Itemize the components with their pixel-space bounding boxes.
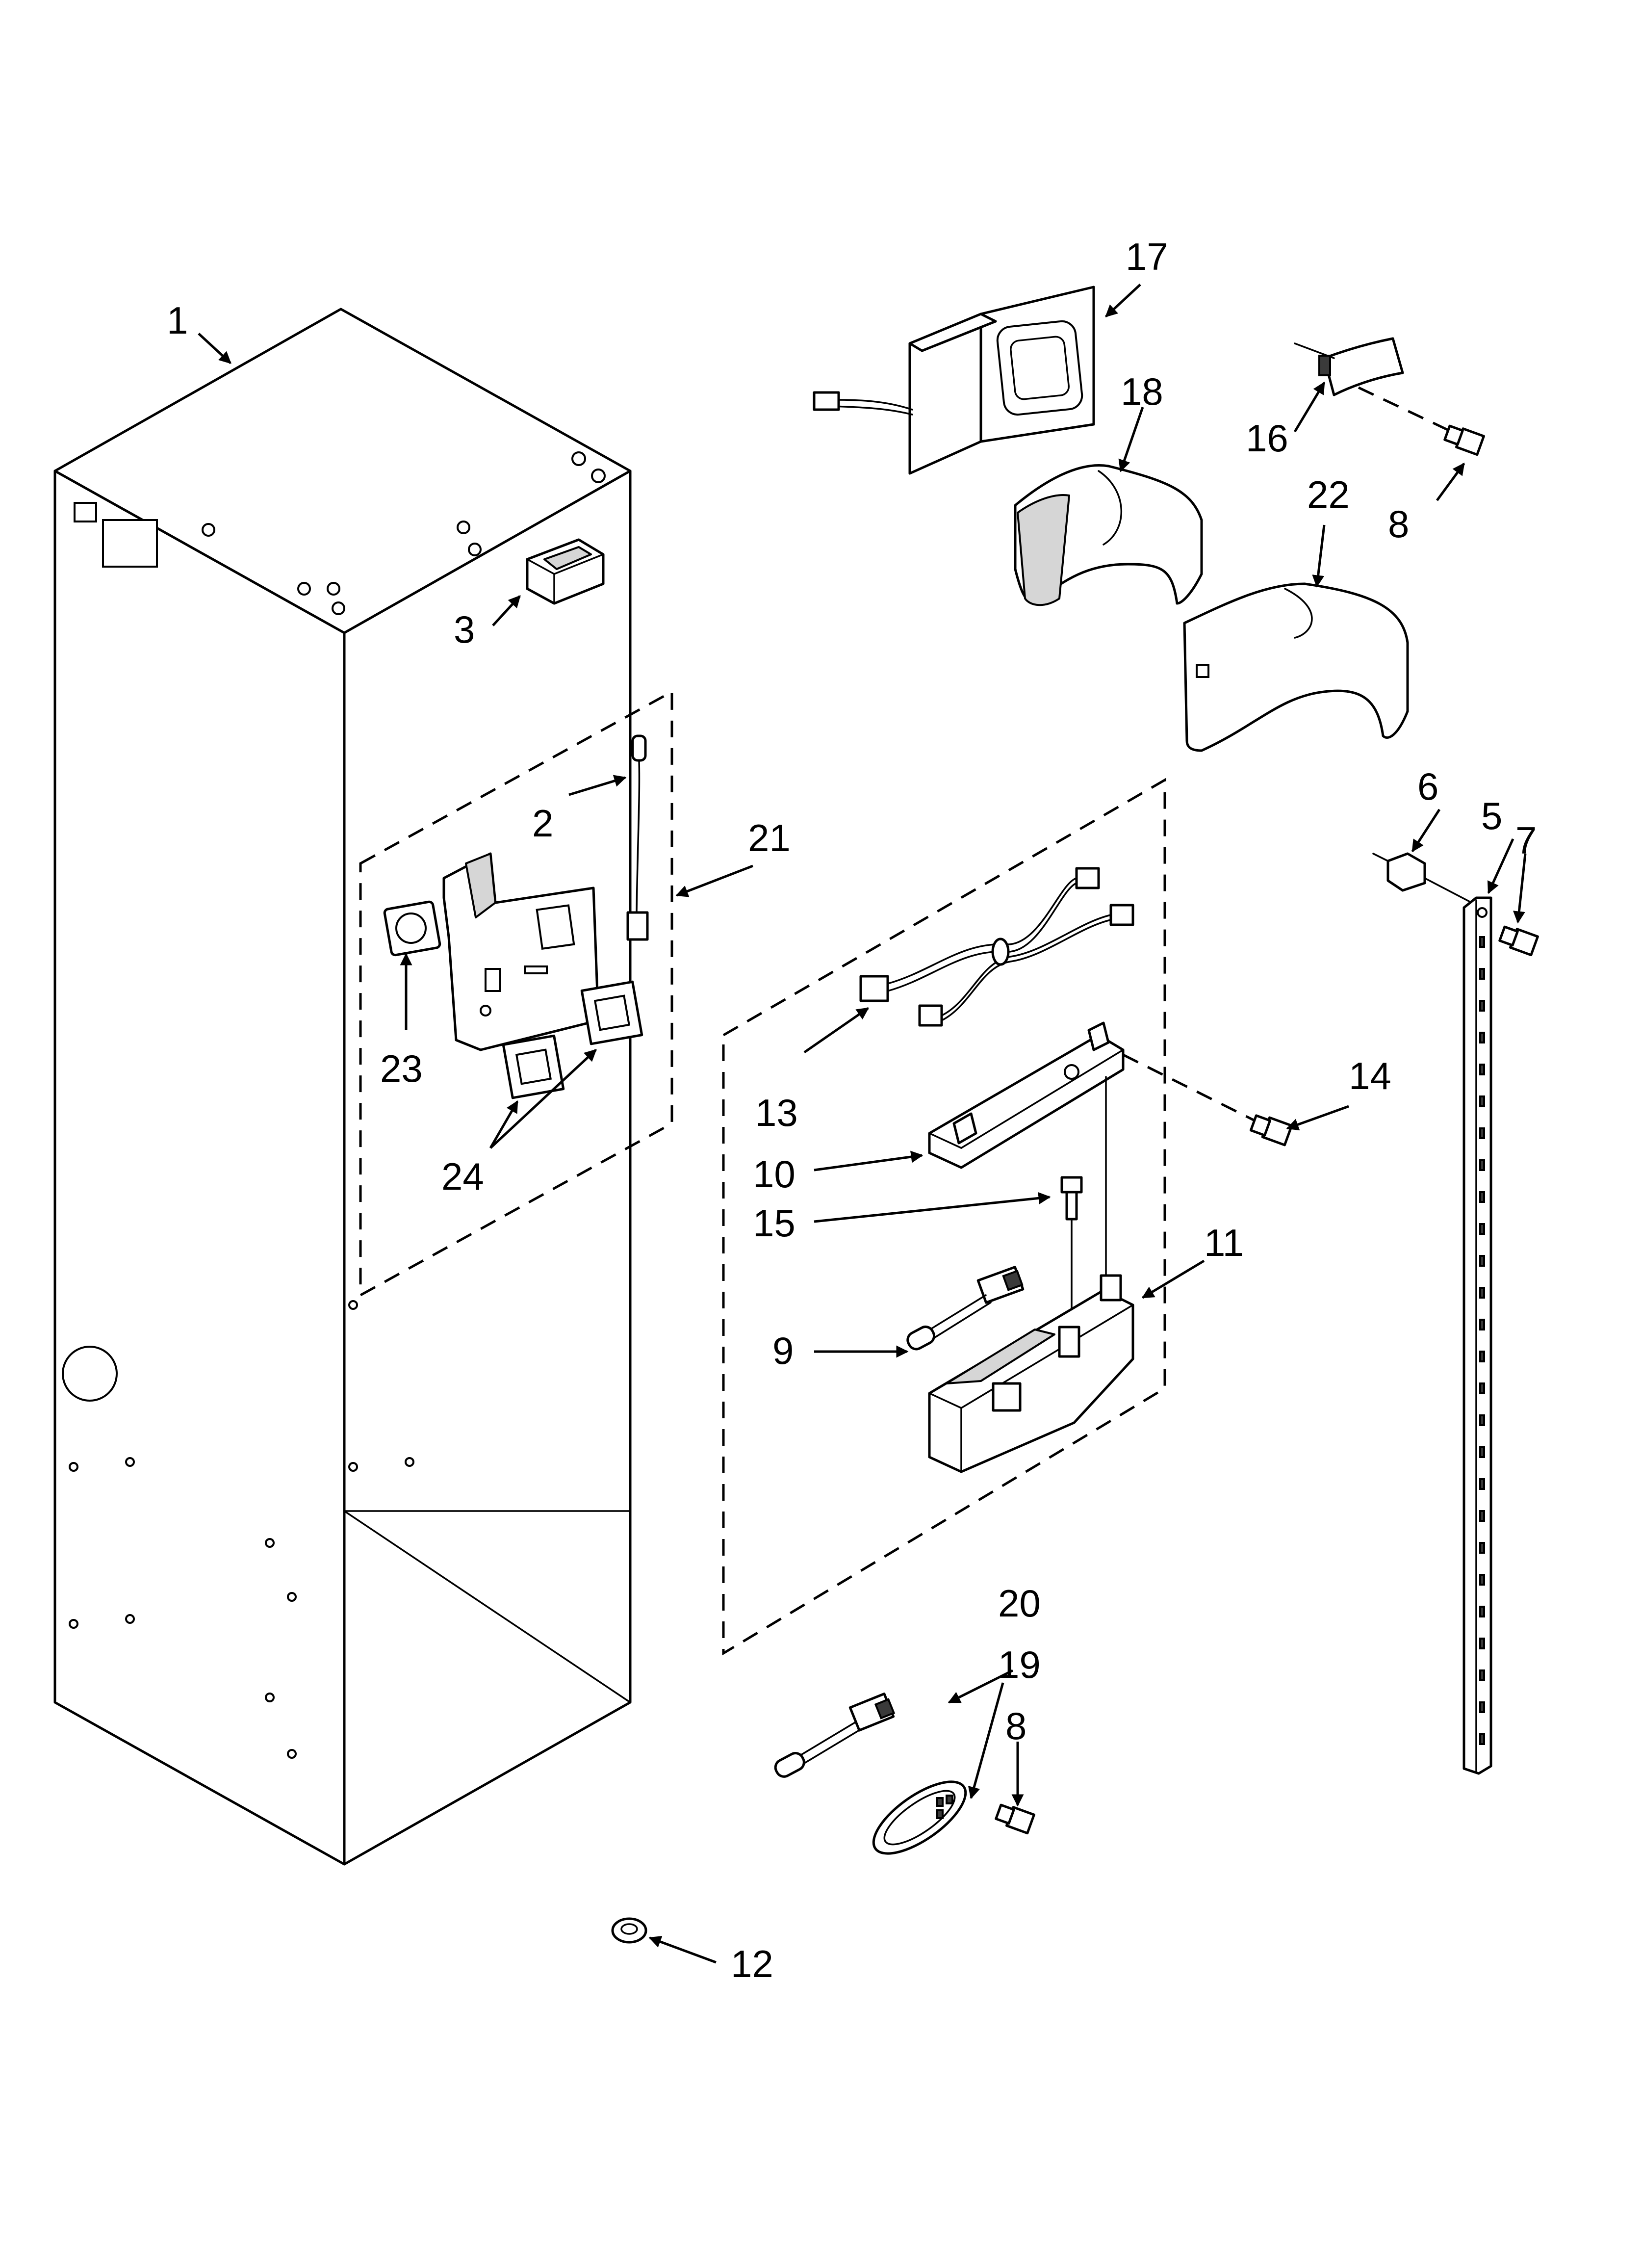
- callout-13: 13: [755, 1091, 798, 1134]
- spacer-6: [1372, 852, 1482, 909]
- callout-20: 20: [998, 1582, 1041, 1625]
- washer: [611, 1917, 647, 1944]
- callout-6: 6: [1417, 765, 1438, 808]
- screw-8-top: [1443, 424, 1485, 456]
- leader-lines: [198, 284, 1527, 1964]
- lens-cover: [872, 1780, 967, 1855]
- vent-housing: [526, 538, 605, 605]
- callout-2: 2: [532, 802, 553, 845]
- callout-10: 10: [753, 1152, 795, 1196]
- callout-16: 16: [1246, 417, 1288, 460]
- screw-14-guide: [1122, 1053, 1276, 1132]
- callout-17: 17: [1126, 235, 1168, 278]
- housing-group-outline: [722, 778, 1166, 1656]
- callout-22: 22: [1307, 473, 1350, 516]
- thermistor-20: [774, 1693, 896, 1778]
- wire-harness: [859, 867, 1134, 1027]
- callout-9: 9: [772, 1329, 794, 1372]
- callout-7: 7: [1515, 819, 1537, 862]
- sensor-harness: [626, 734, 649, 941]
- thermistor-9: [906, 1266, 1025, 1351]
- callout-15: 15: [753, 1201, 795, 1245]
- callout-5: 5: [1481, 794, 1502, 837]
- liner-mounting-holes: [69, 451, 606, 1759]
- callout-3: 3: [454, 608, 475, 651]
- screw-8-bottom: [995, 1803, 1035, 1835]
- callout-labels: 1 2 3 5 6 7 8 8 9 10 11 12 13 14 15 16 1…: [167, 235, 1537, 1985]
- callout-14: 14: [1349, 1054, 1391, 1097]
- cabinet-liner: [53, 308, 632, 1866]
- screw-7: [1498, 925, 1539, 957]
- callout-24: 24: [441, 1155, 484, 1198]
- callout-23: 23: [380, 1047, 423, 1090]
- clip-screw-guide: [1358, 386, 1453, 433]
- callout-1: 1: [167, 299, 188, 342]
- air-deflector-22: [1183, 582, 1409, 752]
- sensor-housing: [928, 1274, 1134, 1473]
- light-assembly: [813, 286, 1095, 475]
- callout-21: 21: [748, 816, 791, 860]
- callout-19: 19: [998, 1643, 1041, 1686]
- callout-18: 18: [1121, 370, 1163, 413]
- gaskets: [502, 980, 643, 1099]
- callout-8-top: 8: [1388, 502, 1409, 546]
- rail-slots: [1479, 936, 1485, 1745]
- control-bracket: [442, 852, 600, 1051]
- air-deflector-18: [1014, 464, 1203, 606]
- shelf-rail: [1462, 896, 1492, 1775]
- callout-12: 12: [731, 1942, 773, 1985]
- screw-14: [1249, 1114, 1293, 1147]
- screw-15: [1060, 1176, 1083, 1221]
- clip-16: [1294, 337, 1404, 396]
- sensor-cover: [928, 1021, 1125, 1169]
- grommet: [383, 900, 441, 957]
- callout-8-bottom: 8: [1005, 1704, 1026, 1747]
- callout-11: 11: [1204, 1221, 1244, 1264]
